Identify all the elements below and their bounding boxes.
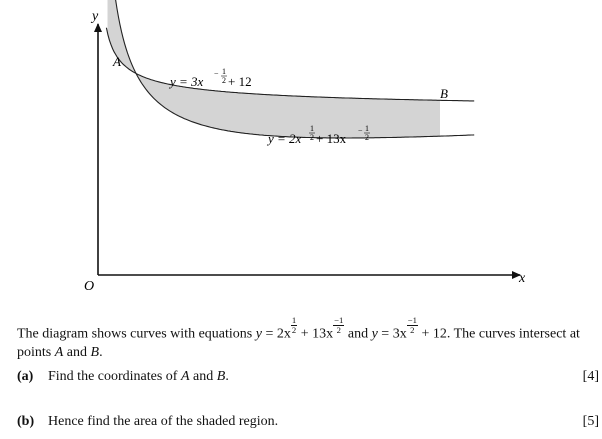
upper-curve-equation: y = 3x − 1 2 + 12 bbox=[168, 67, 252, 89]
part-b-label: (b) bbox=[17, 414, 35, 429]
svg-text:1: 1 bbox=[365, 124, 369, 133]
svg-text:2: 2 bbox=[365, 133, 369, 142]
part-b-text: Hence find the area of the shaded region… bbox=[48, 414, 279, 429]
curves-diagram: y x O A B y = 3x − 1 2 + 12 y = 2x 1 2 +… bbox=[84, 0, 526, 294]
part-a-label: (a) bbox=[17, 369, 34, 384]
point-b-label: B bbox=[440, 86, 448, 101]
svg-text:1: 1 bbox=[222, 67, 226, 76]
question-part-b: (b) Hence find the area of the shaded re… bbox=[17, 414, 599, 434]
svg-text:1: 1 bbox=[310, 124, 314, 133]
svg-text:+ 13x: + 13x bbox=[316, 131, 347, 146]
svg-text:2: 2 bbox=[310, 133, 314, 142]
y-axis-label: y bbox=[90, 9, 99, 24]
origin-label: O bbox=[84, 279, 94, 294]
svg-text:2: 2 bbox=[222, 76, 226, 85]
svg-text:y = 3x: y = 3x bbox=[168, 74, 204, 89]
part-a-marks: [4] bbox=[582, 369, 599, 384]
svg-text:−: − bbox=[358, 126, 363, 135]
svg-text:−: − bbox=[214, 69, 219, 78]
svg-text:+ 12: + 12 bbox=[228, 74, 252, 89]
svg-text:y = 2x: y = 2x bbox=[266, 131, 302, 146]
question-part-a: (a) Find the coordinates of A and B. [4] bbox=[17, 369, 599, 389]
part-a-text: Find the coordinates of A and B. bbox=[48, 369, 229, 384]
part-b-marks: [5] bbox=[582, 414, 599, 429]
question-intro: The diagram shows curves with equations … bbox=[17, 315, 580, 361]
lower-curve bbox=[115, 0, 475, 139]
upper-curve bbox=[105, 27, 475, 102]
x-axis-label: x bbox=[518, 271, 526, 286]
shaded-region bbox=[107, 0, 440, 138]
point-a-label: A bbox=[112, 54, 121, 69]
lower-curve-equation: y = 2x 1 2 + 13x − 1 2 bbox=[266, 124, 370, 146]
